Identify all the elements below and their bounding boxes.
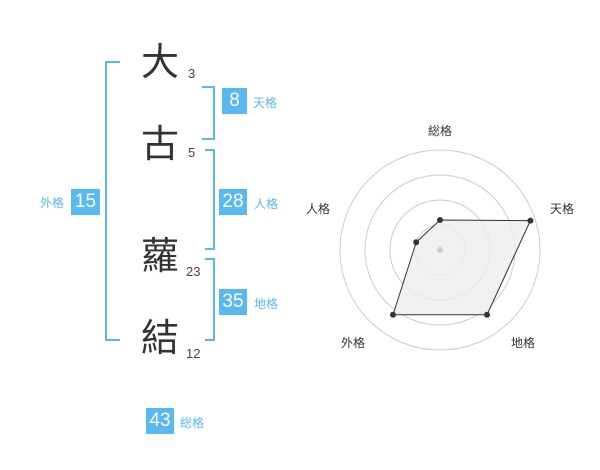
radar-chart xyxy=(339,149,541,351)
chikaku-bracket xyxy=(205,258,215,341)
radar-center-dot xyxy=(437,247,443,253)
radar-label-tenkaku: 天格 xyxy=(550,202,575,216)
tenkaku-label: 天格 xyxy=(253,96,278,110)
jinkaku-label: 人格 xyxy=(254,197,279,211)
stroke-count-2: 5 xyxy=(188,145,196,160)
radar-label-jinkaku: 人格 xyxy=(306,202,331,216)
radar-point-5 xyxy=(413,239,420,246)
name-char-1: 大 xyxy=(140,40,179,84)
stroke-count-1: 3 xyxy=(188,66,196,81)
gaikaku-bracket xyxy=(105,61,120,341)
radar-area xyxy=(392,219,532,316)
gaikaku-label: 外格 xyxy=(40,196,65,210)
tenkaku-value: 8 xyxy=(222,88,247,114)
tenkaku-bracket xyxy=(202,86,215,140)
chikaku-label: 地格 xyxy=(254,297,279,311)
radar-ring-4 xyxy=(339,149,541,351)
radar-label-gaikaku: 外格 xyxy=(341,336,366,350)
jinkaku-bracket xyxy=(205,149,215,250)
radar-point-4 xyxy=(390,311,396,318)
soukaku-value: 43 xyxy=(146,408,174,434)
radar-point-3 xyxy=(484,311,490,318)
name-char-3: 蘿 xyxy=(140,234,179,278)
stroke-count-4: 12 xyxy=(186,346,201,361)
radar-label-soukaku: 総格 xyxy=(428,124,453,138)
radar-point-2 xyxy=(527,217,534,224)
chikaku-value: 35 xyxy=(219,289,247,315)
radar-point-1 xyxy=(437,217,443,223)
jinkaku-value: 28 xyxy=(219,189,247,215)
radar-points xyxy=(390,217,534,318)
stroke-count-3: 23 xyxy=(186,264,201,279)
gaikaku-value: 15 xyxy=(71,189,100,215)
name-char-2: 古 xyxy=(140,122,179,166)
soukaku-label: 総格 xyxy=(180,416,205,430)
radar-label-chikaku: 地格 xyxy=(511,336,536,350)
name-char-4: 結 xyxy=(140,316,179,360)
